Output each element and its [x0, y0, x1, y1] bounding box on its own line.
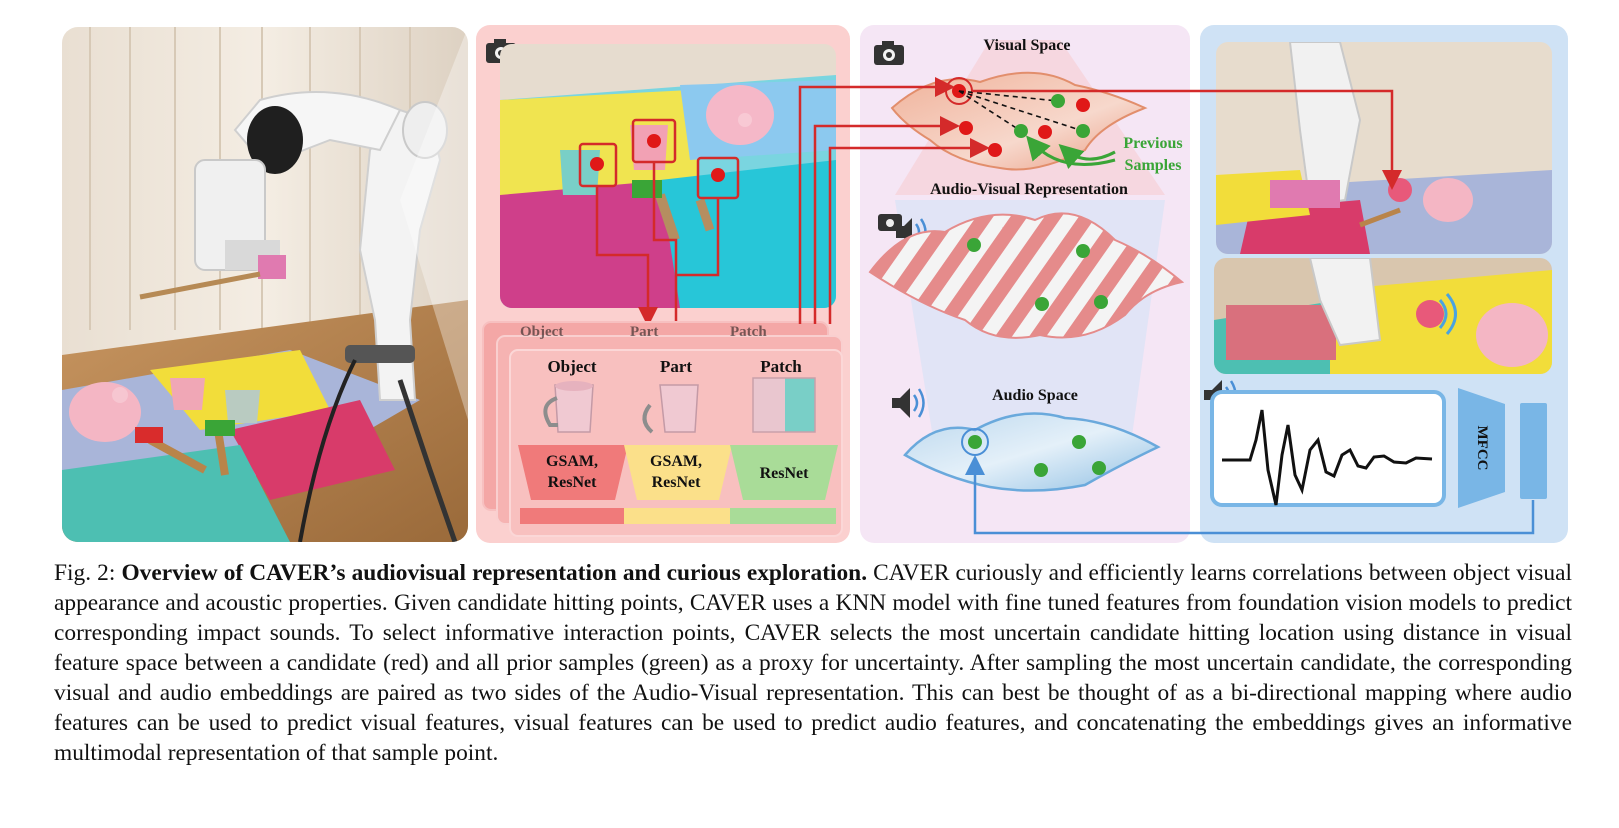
scene-photo: [500, 44, 836, 308]
column-label-part: Part: [660, 357, 692, 376]
previous-samples-line1: Previous: [1123, 135, 1182, 152]
waveform-box: [1212, 392, 1444, 505]
caption-label: Fig. 2:: [54, 560, 115, 586]
model-object-line1: GSAM,: [546, 453, 598, 470]
model-object-line2: ResNet: [548, 474, 598, 491]
patch-crop: [753, 378, 815, 432]
previous-samples-line2: Samples: [1125, 157, 1182, 174]
robot-photo: [62, 27, 468, 542]
encoder-card: Object Part Patch G: [510, 350, 842, 536]
figure-overview: Object Part Patch Object Part Patch: [0, 0, 1619, 560]
model-part-line1: GSAM,: [650, 453, 702, 470]
caption-body: CAVER curiously and efficiently learns c…: [54, 560, 1572, 766]
stack-label-patch: Patch: [730, 324, 767, 340]
caption-title: Overview of CAVER’s audiovisual represen…: [121, 560, 867, 586]
stack-label-part: Part: [630, 324, 658, 340]
spaces-panel: Visual Space Previous Samples Audio-Visu…: [860, 25, 1190, 543]
model-patch-line1: ResNet: [760, 465, 810, 482]
model-part-line2: ResNet: [652, 474, 702, 491]
robot-strike-photo: [1216, 42, 1552, 254]
column-label-patch: Patch: [760, 357, 802, 376]
encoder-panel: Object Part Patch Object Part Patch: [476, 25, 850, 543]
column-label-object: Object: [547, 357, 596, 376]
figure-caption: Fig. 2: Overview of CAVER’s audiovisual …: [54, 558, 1572, 768]
mfcc-label: MFCC: [1474, 426, 1490, 471]
visual-space-title: Visual Space: [984, 37, 1071, 54]
av-representation-title: Audio-Visual Representation: [930, 181, 1128, 198]
robot-closeup-photo: [1214, 258, 1552, 374]
audio-space-title: Audio Space: [992, 387, 1078, 404]
audio-panel: MFCC: [1200, 25, 1568, 543]
stack-label-object: Object: [520, 324, 563, 340]
